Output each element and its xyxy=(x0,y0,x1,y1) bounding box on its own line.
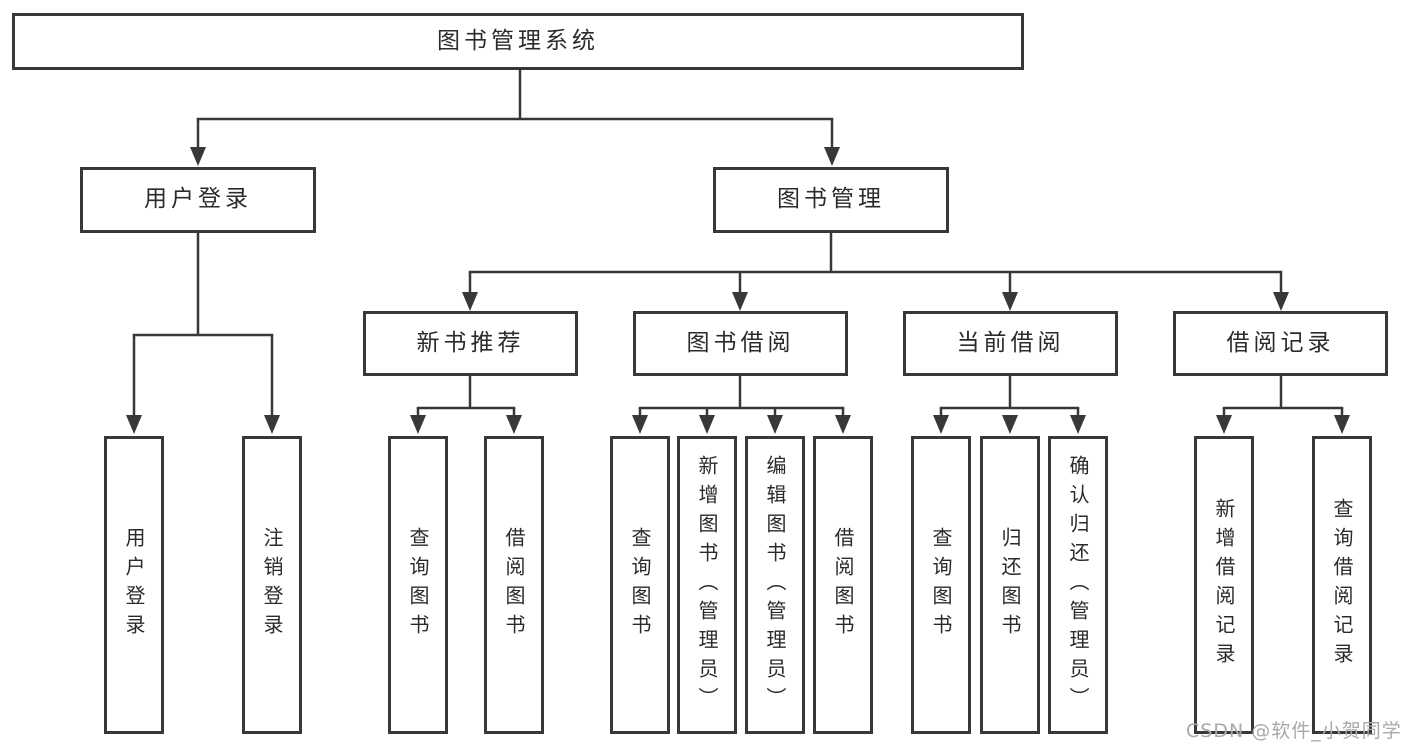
leaf-confirm-return-admin: 确认归还（管理员） xyxy=(1048,436,1108,734)
arrowhead-icons xyxy=(126,147,1350,434)
leaf-borrow-books: 借阅图书 xyxy=(813,436,873,734)
node-book-borrowing: 图书借阅 xyxy=(633,311,848,376)
leaf-query-books-recommend: 查询图书 xyxy=(388,436,448,734)
leaf-edit-book-admin: 编辑图书（管理员） xyxy=(745,436,805,734)
node-system-root: 图书管理系统 xyxy=(12,13,1024,70)
node-user-login: 用户登录 xyxy=(80,167,316,233)
leaf-add-borrow-record: 新增借阅记录 xyxy=(1194,436,1254,734)
leaf-return-book: 归还图书 xyxy=(980,436,1040,734)
csdn-watermark: CSDN @软件_小贺同学 xyxy=(1186,720,1402,742)
node-current-borrowing: 当前借阅 xyxy=(903,311,1118,376)
leaf-query-books-borrowing: 查询图书 xyxy=(610,436,670,734)
leaf-query-borrow-record: 查询借阅记录 xyxy=(1312,436,1372,734)
leaf-query-books-current: 查询图书 xyxy=(911,436,971,734)
leaf-user-login: 用户登录 xyxy=(104,436,164,734)
leaf-borrow-books-recommend: 借阅图书 xyxy=(484,436,544,734)
leaf-add-book-admin: 新增图书（管理员） xyxy=(677,436,737,734)
leaf-logout: 注销登录 xyxy=(242,436,302,734)
node-book-management: 图书管理 xyxy=(713,167,949,233)
node-new-book-recommend: 新书推荐 xyxy=(363,311,578,376)
node-borrowing-records: 借阅记录 xyxy=(1173,311,1388,376)
